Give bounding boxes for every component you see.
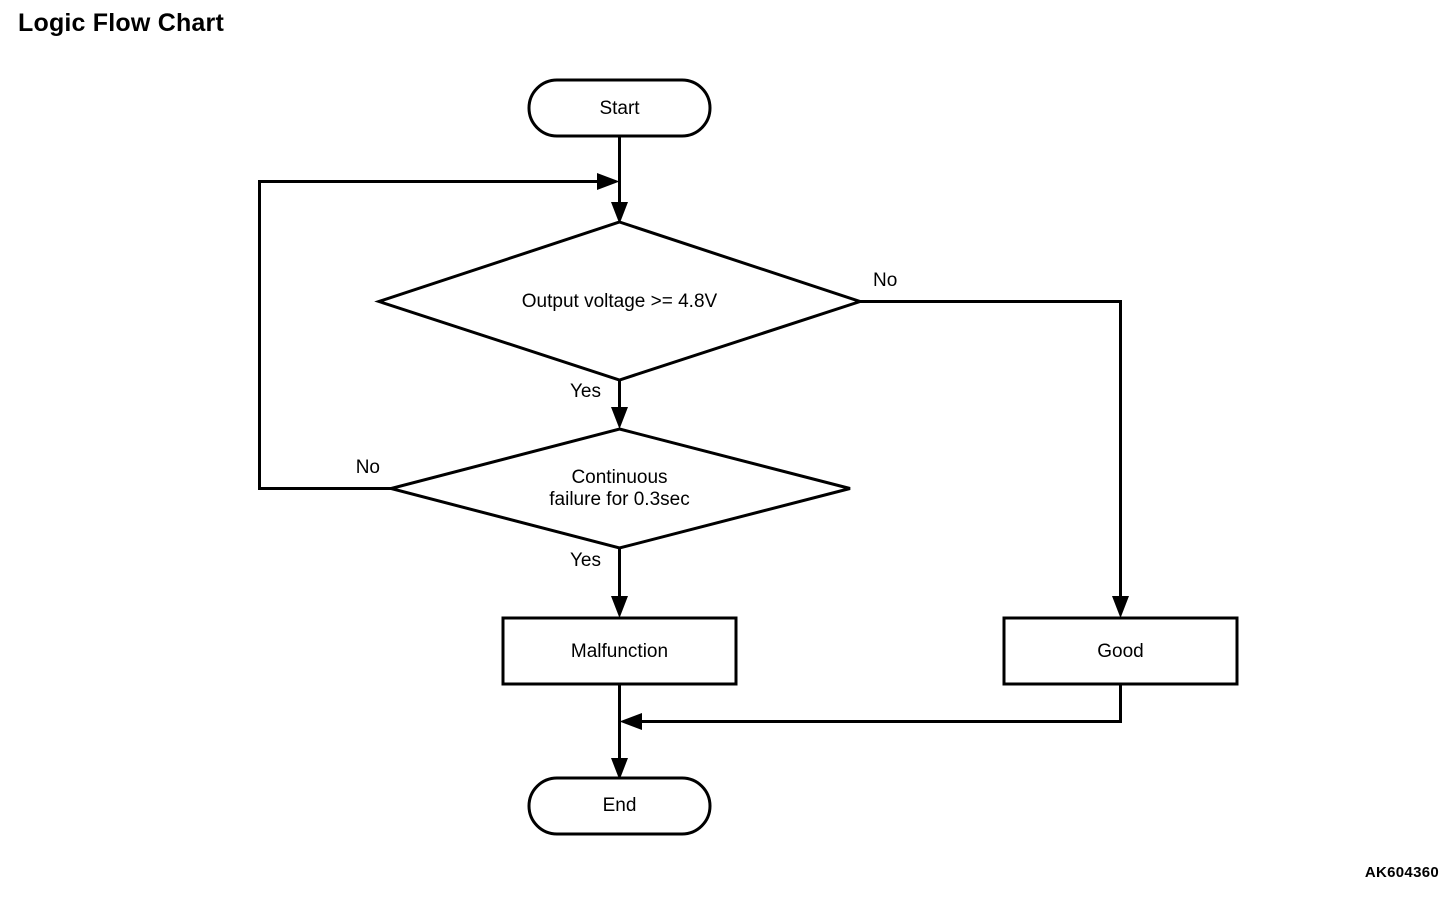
decision-continuous-shape <box>385 427 851 550</box>
arrow-head-down <box>611 596 628 618</box>
node-decision-continuous-failure[interactable]: Continuous failure for 0.3sec <box>385 427 851 550</box>
start-label: Start <box>599 98 640 119</box>
good-shape <box>1002 616 1239 686</box>
branch-label-continuous-yes: Yes <box>570 550 601 571</box>
page-title: Logic Flow Chart <box>18 9 224 37</box>
edge-good-to-end <box>619 684 1122 730</box>
edge-continuous-no-feedback <box>258 173 620 490</box>
arrow-head-down <box>611 407 628 429</box>
malfunction-shape <box>501 616 738 686</box>
branch-label-voltage-no: No <box>873 270 897 291</box>
edge-line <box>860 300 1122 606</box>
arrow-head-down <box>611 758 628 780</box>
edge-voltage-yes-to-continuous <box>611 380 628 429</box>
decision-voltage-label: Output voltage >= 4.8V <box>522 291 718 312</box>
node-end[interactable]: End <box>527 776 712 836</box>
arrow-head-left <box>619 713 642 730</box>
edge-line <box>258 180 600 490</box>
good-label: Good <box>1097 641 1143 662</box>
decision-continuous-label-line1: Continuous <box>571 467 667 488</box>
edge-voltage-no-to-good <box>860 300 1129 618</box>
arrow-head-down <box>1112 596 1129 618</box>
edge-start-to-voltage <box>611 136 628 224</box>
node-good[interactable]: Good <box>1002 616 1239 686</box>
figure-code-label: AK604360 <box>1364 864 1439 881</box>
branch-label-voltage-yes: Yes <box>570 381 601 402</box>
start-shape <box>527 78 712 138</box>
edge-line <box>639 684 1122 723</box>
node-decision-output-voltage[interactable]: Output voltage >= 4.8V <box>374 220 865 382</box>
arrow-head-right <box>597 173 620 190</box>
edge-continuous-yes-to-malfunction <box>611 548 628 618</box>
branch-label-continuous-no: No <box>356 457 380 478</box>
end-shape <box>527 776 712 836</box>
node-start[interactable]: Start <box>527 78 712 138</box>
decision-continuous-label-line2: failure for 0.3sec <box>549 489 689 510</box>
end-label: End <box>603 795 637 816</box>
node-malfunction[interactable]: Malfunction <box>501 616 738 686</box>
malfunction-label: Malfunction <box>571 641 668 662</box>
arrow-head-down <box>611 202 628 224</box>
decision-voltage-shape <box>374 220 865 382</box>
edge-malfunction-to-end <box>611 684 628 780</box>
